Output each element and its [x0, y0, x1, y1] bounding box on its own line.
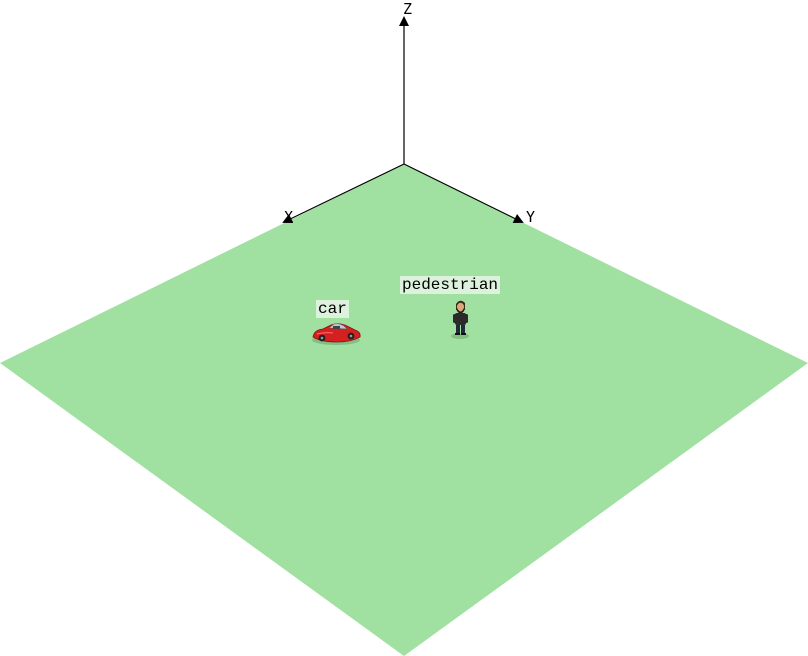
ground-plane — [0, 164, 808, 656]
red-car-icon — [312, 323, 361, 345]
x-axis — [282, 163, 405, 224]
y-axis-label: Y — [526, 208, 535, 226]
pedestrian-icon — [451, 300, 469, 339]
car-label: car — [316, 300, 349, 318]
z-axis-label: Z — [403, 0, 412, 18]
axes: Z X Y — [282, 0, 535, 226]
x-axis-label: X — [284, 208, 293, 226]
y-axis — [403, 163, 524, 223]
pedestrian-label: pedestrian — [400, 276, 501, 294]
